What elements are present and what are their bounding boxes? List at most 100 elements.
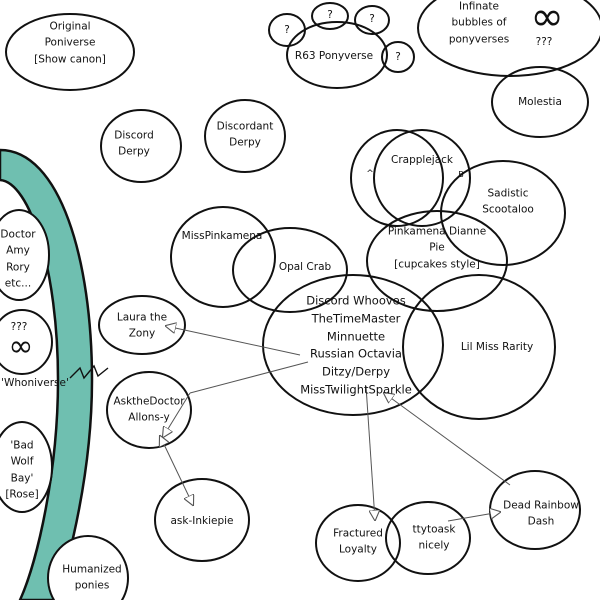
label-line: Allons-y: [128, 412, 170, 424]
label-line: etc...: [4, 277, 32, 290]
label-line: Amy: [6, 244, 30, 257]
discord-whooves-group-label: Discord Whooves TheTimeMaster Minnuette …: [300, 293, 412, 400]
original-poniverse-bubble: [5, 13, 135, 91]
label-line: Crapplejack: [391, 153, 453, 166]
crapplejack-label: Crapplejack: [391, 152, 453, 168]
infinity-icon: ∞: [530, 0, 564, 40]
laura-the-zony-label: Laura the Zony: [117, 310, 167, 343]
label-line: Discord Whooves: [306, 293, 406, 308]
label-line: ?: [284, 23, 290, 36]
label-line: Laura the: [116, 311, 168, 324]
r63-ponyverse-label: R63 Ponyverse: [295, 48, 373, 64]
ttytoask-label: ttytoask nicely: [413, 522, 456, 555]
whoniverse-question-label: ???: [10, 320, 28, 333]
humanized-ponies-bubble: [47, 535, 129, 604]
label-line: MissTwilightSparkle: [300, 382, 412, 397]
discord-derpy-bubble: [100, 109, 182, 183]
connection-group-to-askthedoctor: [189, 361, 309, 394]
label-line: [cupcakes style]: [394, 258, 480, 271]
humanized-ponies-label: Humanized ponies: [62, 562, 121, 595]
connection-group-to-laura: [166, 326, 301, 356]
question-bubble-2: [311, 2, 349, 30]
crapplejack-a-bubble: [350, 129, 444, 227]
label-line: ?: [395, 50, 401, 63]
label-line: Zony: [128, 328, 156, 340]
crapplejack-a-marker: ^: [366, 169, 374, 180]
doctor-amy-rory-label: Doctor Amy Rory etc...: [0, 226, 35, 291]
label-line: ?: [369, 12, 375, 25]
fractured-loyalty-label: Fractured Loyalty: [333, 526, 383, 559]
label-line: Pie: [429, 241, 445, 254]
label-line: Molestia: [518, 95, 562, 108]
whoniverse-label: 'Whoniverse': [1, 375, 69, 391]
ttytoask-bubble: [385, 501, 471, 575]
label-line: Russian Octavia: [310, 347, 402, 361]
sadistic-scootaloo-bubble: [440, 160, 566, 266]
lil-miss-rarity-label: Lil Miss Rarity: [461, 339, 533, 355]
misspinkamena-label: MissPinkamena: [182, 228, 263, 244]
askthedoctor-label: AsktheDoctor Allons-y: [113, 394, 184, 427]
pinkamena-dianne-pie-label: Pinkamena Dianne Pie [cupcakes style]: [388, 224, 486, 273]
label-line: MissPinkamena: [181, 229, 263, 242]
label-line: bubbles of: [451, 16, 507, 29]
opal-crab-label: Opal Crab: [279, 259, 331, 275]
label-line: 'Whoniverse': [1, 376, 69, 389]
infinite-question-label: ???: [536, 34, 553, 50]
label-line: AsktheDoctor: [113, 395, 185, 408]
whoniverse-zigzag: [69, 364, 109, 380]
label-line: Doctor: [0, 228, 36, 241]
pinkamena-bubble: [366, 210, 508, 312]
connection-group-to-askthedoctor-tail: [163, 392, 191, 437]
r63-ponyverse-bubble: [286, 21, 388, 89]
discordant-derpy-bubble: [204, 99, 286, 173]
label-line: ponyverses: [448, 33, 510, 46]
label-line: Loyalty: [338, 544, 377, 556]
label-line: Pinkamena Dianne: [387, 225, 487, 238]
label-line: Original: [49, 20, 91, 33]
ask-inkiepie-label: ask-Inkiepie: [170, 513, 233, 529]
askthedoctor-bubble: [106, 371, 192, 449]
label-line: Opal Crab: [278, 260, 332, 273]
label-line: [Rose]: [5, 488, 39, 501]
label-line: ???: [535, 35, 553, 48]
misspinkamena-bubble: [170, 206, 276, 308]
connection-ttytoask-to-rainbow-dash: [447, 512, 500, 522]
connection-group-to-fractured-loyalty: [365, 385, 375, 520]
doctor-amy-rory-bubble: [0, 209, 50, 301]
crapplejack-bubble: [373, 129, 471, 227]
molestia-bubble: [491, 66, 589, 138]
label-line: ponies: [74, 580, 110, 592]
connection-askthedoctor-to-inkiepie: [160, 436, 193, 505]
discord-whooves-group-bubble: [262, 274, 444, 416]
laura-the-zony-bubble: [98, 295, 186, 355]
sadistic-scootaloo-label: Sadistic Scootaloo: [482, 186, 534, 219]
molestia-label: Molestia: [518, 94, 562, 110]
label-line: Fractured: [333, 527, 383, 540]
bad-wolf-bay-label: 'Bad Wolf Bay' [Rose]: [5, 437, 38, 502]
label-line: Derpy: [118, 146, 150, 158]
label-line: TheTimeMaster: [311, 311, 401, 326]
label-line: Bay': [10, 472, 34, 484]
question-label-2: ?: [327, 7, 333, 23]
question-label-4: ?: [395, 49, 401, 65]
label-line: Dash: [527, 516, 555, 528]
lil-miss-rarity-bubble: [402, 274, 556, 420]
whoniverse-infinity-icon: ∞: [8, 329, 34, 364]
label-line: Derpy: [229, 137, 261, 149]
label-line: Rory: [6, 261, 30, 273]
question-bubble-4: [381, 41, 415, 73]
bad-wolf-bay-bubble: [0, 421, 53, 513]
question-label-1: ?: [284, 22, 290, 38]
discordant-derpy-label: Discordant Derpy: [217, 119, 274, 152]
label-line: [Show canon]: [34, 53, 106, 66]
infinite-bubble: [417, 0, 600, 77]
label-line: Discordant: [216, 120, 274, 133]
fractured-loyalty-bubble: [315, 504, 401, 582]
label-line: Lil Miss Rarity: [460, 340, 534, 353]
label-line: Minnuette: [326, 329, 386, 344]
label-line: nicely: [418, 540, 450, 552]
question-bubble-3: [354, 5, 390, 35]
label-line: ttytoask: [412, 523, 456, 536]
